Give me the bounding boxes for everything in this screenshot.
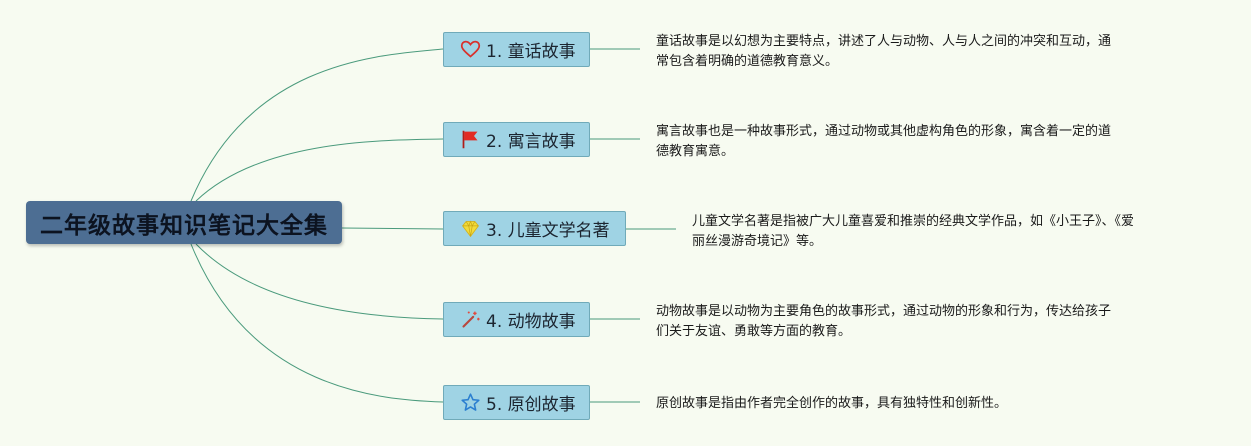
note-line: 童话故事是以幻想为主要特点，讲述了人与动物、人与人之间的冲突和互动，通 bbox=[656, 34, 1112, 49]
heart-icon bbox=[460, 39, 481, 60]
branch-line-5 bbox=[190, 243, 444, 403]
note-childrens-classics: 儿童文学名著是指被广大儿童喜爱和推崇的经典文学作品，如《小王子》、《爱 丽丝漫游… bbox=[692, 212, 1192, 252]
topic-label: 4. 动物故事 bbox=[486, 312, 576, 332]
branch-line-4 bbox=[195, 243, 444, 320]
diamond-icon bbox=[460, 218, 481, 239]
star-icon bbox=[460, 392, 481, 413]
note-line: 丽丝漫游奇境记》等。 bbox=[692, 234, 823, 249]
magic-wand-icon bbox=[460, 309, 481, 330]
note-fairy-tales: 童话故事是以幻想为主要特点，讲述了人与动物、人与人之间的冲突和互动，通 常包含着… bbox=[656, 32, 1156, 72]
note-line: 儿童文学名著是指被广大儿童喜爱和推崇的经典文学作品，如《小王子》、《爱 bbox=[692, 214, 1135, 229]
topic-animal-stories[interactable]: 4. 动物故事 bbox=[443, 302, 590, 337]
topic-fairy-tales[interactable]: 1. 童话故事 bbox=[443, 32, 590, 67]
note-line: 动物故事是以动物为主要角色的故事形式，通过动物的形象和行为，传达给孩子 bbox=[656, 304, 1112, 319]
note-animal-stories: 动物故事是以动物为主要角色的故事形式，通过动物的形象和行为，传达给孩子 们关于友… bbox=[656, 302, 1156, 342]
note-line: 们关于友谊、勇敢等方面的教育。 bbox=[656, 324, 852, 339]
topic-label: 1. 童话故事 bbox=[486, 42, 576, 62]
topic-label: 5. 原创故事 bbox=[486, 395, 576, 415]
branch-line-2 bbox=[195, 138, 444, 202]
root-topic[interactable]: 二年级故事知识笔记大全集 bbox=[26, 201, 342, 244]
root-title: 二年级故事知识笔记大全集 bbox=[40, 212, 328, 239]
note-line: 原创故事是指由作者完全创作的故事，具有独特性和创新性。 bbox=[656, 396, 1008, 411]
topic-label: 3. 儿童文学名著 bbox=[486, 221, 610, 241]
note-line: 常包含着明确的道德教育意义。 bbox=[656, 54, 839, 69]
note-line: 德教育寓意。 bbox=[656, 144, 735, 159]
topic-childrens-classics[interactable]: 3. 儿童文学名著 bbox=[443, 211, 626, 246]
note-fables: 寓言故事也是一种故事形式，通过动物或其他虚构角色的形象，寓含着一定的道 德教育寓… bbox=[656, 122, 1156, 162]
branch-line-3 bbox=[341, 227, 444, 230]
note-original-stories: 原创故事是指由作者完全创作的故事，具有独特性和创新性。 bbox=[656, 394, 1156, 414]
topic-fables[interactable]: 2. 寓言故事 bbox=[443, 122, 590, 157]
topic-label: 2. 寓言故事 bbox=[486, 132, 576, 152]
branch-line-1 bbox=[190, 48, 444, 202]
topic-original-stories[interactable]: 5. 原创故事 bbox=[443, 385, 590, 420]
red-flag-icon bbox=[460, 129, 481, 150]
note-line: 寓言故事也是一种故事形式，通过动物或其他虚构角色的形象，寓含着一定的道 bbox=[656, 124, 1112, 139]
